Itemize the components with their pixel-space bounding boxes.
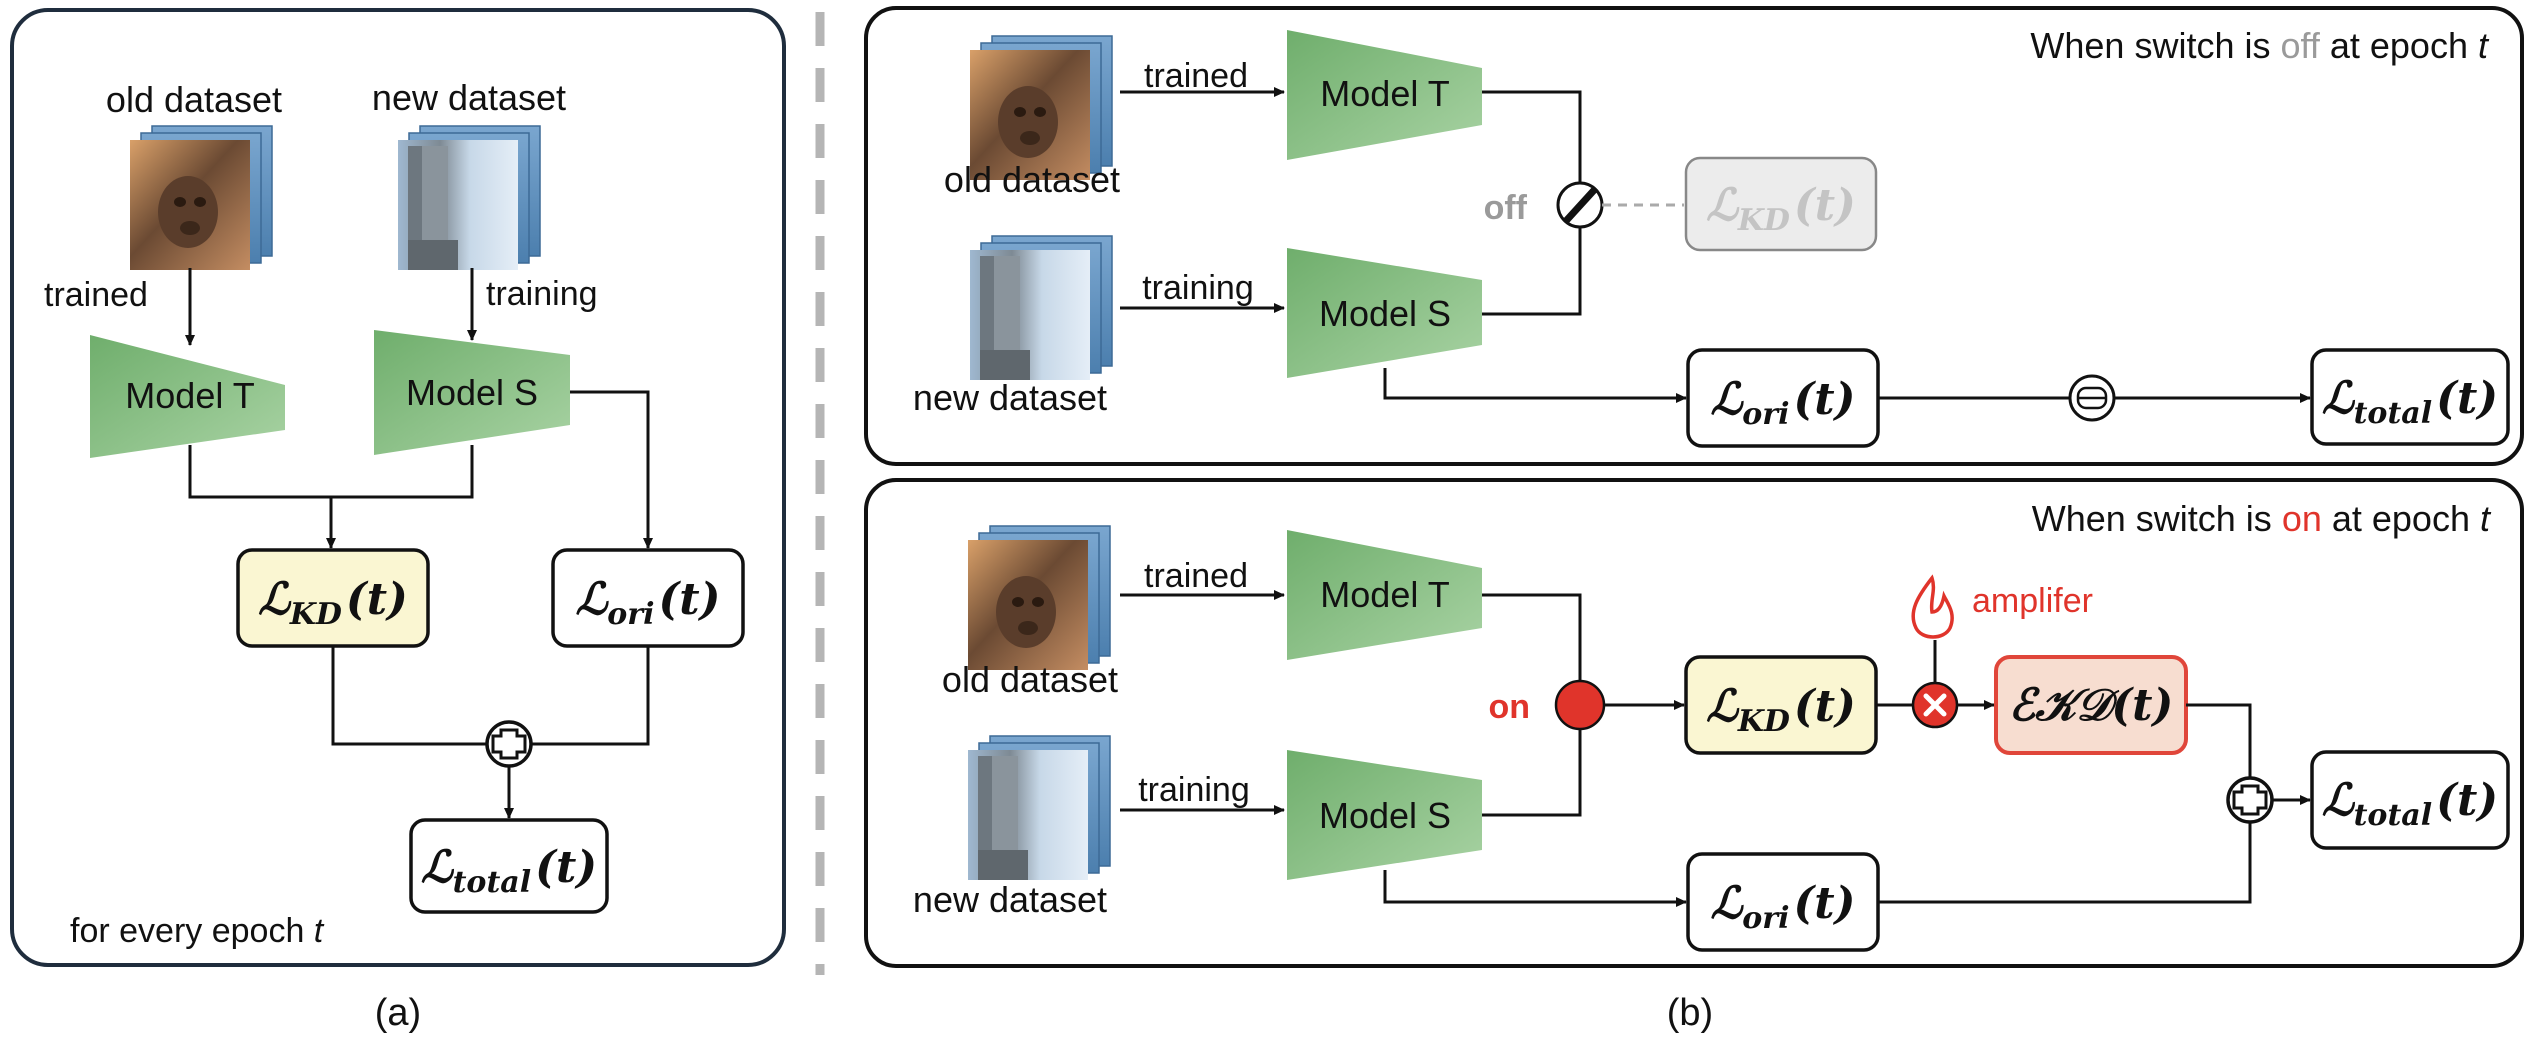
b-top-new-dataset-label: new dataset [913, 377, 1107, 418]
b-bottom-line-t-to-switch [1482, 593, 1582, 682]
a-loss-total: ℒtotal(t) [421, 842, 597, 900]
b-bottom-switch-label: on [1488, 688, 1530, 726]
a-model-s-shape [374, 330, 570, 455]
b-bottom-model-s-shape [1287, 750, 1482, 880]
a-footer-text: for every epoch t [70, 912, 325, 950]
b-bottom-title: When switch is on at epoch t [2032, 498, 2492, 539]
a-arrow-s-to-ori [570, 390, 653, 549]
a-new-dataset-label: new dataset [372, 77, 566, 118]
b-bottom-switch-on-icon [1554, 679, 1606, 731]
a-model-t-shape [90, 335, 285, 458]
b-bottom-loss-total: ℒtotal(t) [2322, 775, 2498, 833]
b-bottom-line-s-to-switch [1482, 728, 1582, 817]
a-new-dataset-image [397, 125, 541, 271]
a-old-dataset-label: old dataset [106, 79, 282, 120]
b-bottom-trained-label: trained [1144, 557, 1248, 595]
a-training-label: training [486, 275, 598, 313]
b-bottom-line-ekd-to-plus [2186, 703, 2252, 778]
b-bottom-loss-kd: ℒKD(t) [1706, 681, 1856, 739]
b-top-trained-label: trained [1144, 57, 1248, 95]
a-line-kd-to-plus [331, 646, 486, 746]
a-model-t-label: Model T [125, 375, 254, 416]
b-bottom-old-dataset-label: old dataset [942, 659, 1118, 700]
a-old-dataset-image [129, 125, 273, 271]
b-top-line-t-to-switch [1482, 90, 1582, 182]
a-loss-ori: ℒori(t) [576, 574, 721, 632]
b-bottom-loss-ori: ℒori(t) [1711, 878, 1856, 936]
b-top-new-dataset-image [969, 235, 1113, 381]
b-bottom-amplifier-label: amplifer [1972, 582, 2093, 620]
b-bottom-model-t-label: Model T [1320, 574, 1449, 615]
b-top-title: When switch is off at epoch t [2030, 25, 2490, 66]
b-top-model-s-label: Model S [1319, 293, 1451, 334]
b-bottom-arrow-s-to-ori [1383, 870, 1687, 907]
panel-b-top: When switch is off at epoch t old datase… [864, 6, 2524, 466]
b-top-loss-kd-disabled: ℒKD(t) [1706, 180, 1856, 238]
b-top-loss-ori: ℒori(t) [1711, 374, 1856, 432]
b-bottom-new-dataset-image [967, 735, 1111, 881]
b-top-loss-total-box [2310, 348, 2510, 446]
b-top-line-s-to-switch [1482, 225, 1582, 316]
b-bottom-ekd: ℰ𝒦𝒟(t) [2009, 680, 2174, 731]
b-bottom-multiply-icon-glyph [1923, 693, 1947, 717]
b-bottom-line-ori-to-plus [1878, 822, 2252, 904]
b-top-loss-kd-disabled-box [1684, 156, 1878, 252]
caption-b: (b) [1667, 992, 1713, 1034]
b-top-model-t-label: Model T [1320, 73, 1449, 114]
b-top-switch-off-slash [1562, 185, 1599, 225]
b-bottom-flame-icon [1911, 574, 1954, 639]
b-bottom-loss-total-box [2310, 750, 2510, 850]
b-top-training-label: training [1142, 269, 1254, 307]
panel-b-bottom: When switch is on at epoch t old dataset… [864, 478, 2524, 968]
b-top-model-s-shape [1287, 248, 1482, 378]
a-trained-label: trained [44, 276, 148, 314]
b-top-old-dataset-label: old dataset [944, 159, 1120, 200]
panel-a: old dataset new dataset trained training… [10, 8, 786, 967]
a-plus-icon-glyph [491, 728, 527, 760]
b-bottom-plus-icon-glyph [2232, 784, 2268, 816]
b-bottom-new-dataset-label: new dataset [913, 879, 1107, 920]
b-bottom-model-s-label: Model S [1319, 795, 1451, 836]
b-top-switch-label: off [1484, 189, 1528, 227]
b-top-loss-total: ℒtotal(t) [2322, 373, 2498, 431]
b-bottom-old-dataset-image [967, 525, 1111, 671]
a-loss-total-box [409, 818, 609, 914]
b-top-model-t-shape [1287, 30, 1482, 160]
a-line-ori-to-plus [532, 646, 650, 746]
b-bottom-model-t-shape [1287, 530, 1482, 660]
b-top-arrow-s-to-ori [1383, 368, 1687, 403]
b-bottom-training-label: training [1138, 771, 1250, 809]
caption-a: (a) [375, 992, 421, 1034]
a-loss-kd: ℒKD(t) [258, 574, 408, 632]
a-model-s-label: Model S [406, 372, 538, 413]
